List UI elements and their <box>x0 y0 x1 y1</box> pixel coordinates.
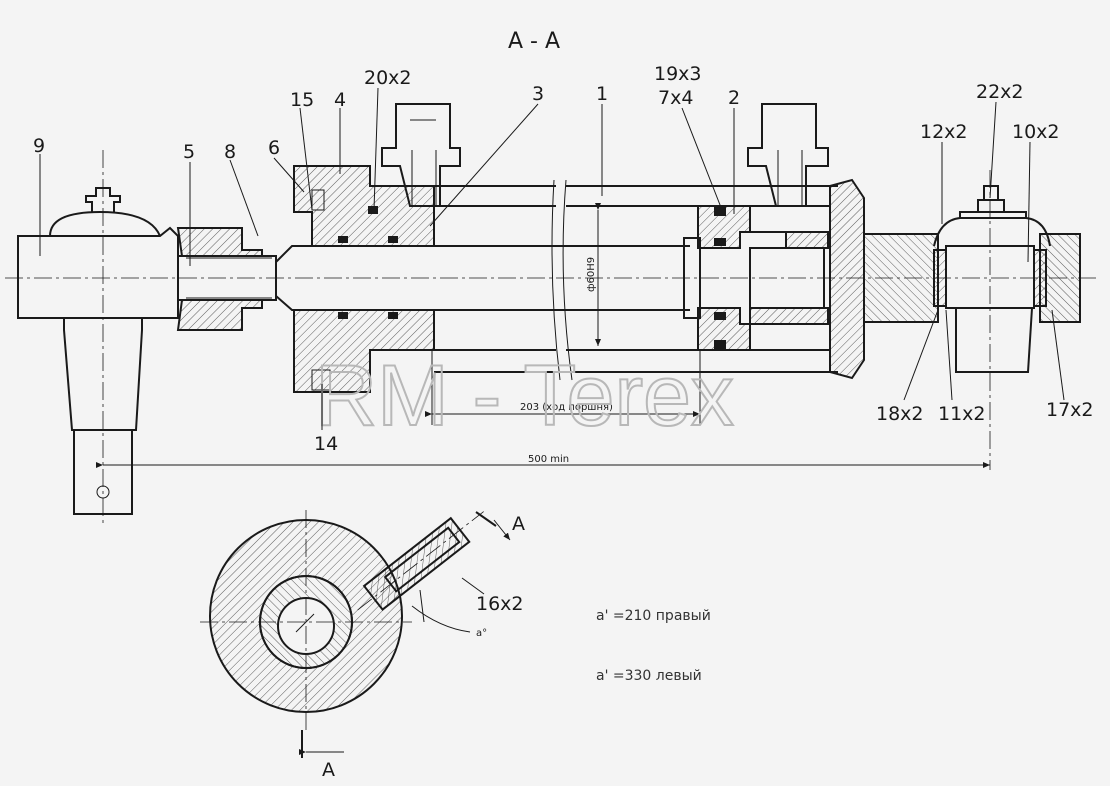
port-fitting-left <box>381 103 461 207</box>
label-19x3: 19x3 <box>654 63 702 85</box>
label-14: 14 <box>314 433 338 455</box>
angle-label: а° <box>476 628 487 639</box>
label-7x4: 7x4 <box>658 87 693 109</box>
cylinder-tube <box>434 179 838 381</box>
end-cap <box>829 178 939 380</box>
rod-nut <box>176 227 277 331</box>
spherical-bearing <box>933 170 1081 470</box>
label-9: 9 <box>33 135 45 157</box>
piston-rod <box>275 245 690 311</box>
label-6: 6 <box>268 137 280 159</box>
label-8: 8 <box>224 141 236 163</box>
label-20x2: 20x2 <box>364 67 412 89</box>
note-right-angle: а' =210 правый <box>596 608 711 624</box>
section-title: A - A <box>508 29 560 54</box>
section-mark-lower: А <box>322 759 335 781</box>
rod-end-joint <box>17 150 179 525</box>
label-17x2: 17x2 <box>1046 399 1094 421</box>
section-mark-upper: А <box>512 513 525 535</box>
label-1: 1 <box>596 83 608 105</box>
overall-dim-text: 500 min <box>528 454 569 465</box>
label-15: 15 <box>290 89 314 111</box>
label-12x2: 12x2 <box>920 121 968 143</box>
gland-housing <box>293 165 435 393</box>
stroke-dim-text: 203 (ход поршня) <box>520 402 613 413</box>
label-2: 2 <box>728 87 740 109</box>
label-5: 5 <box>183 141 195 163</box>
section-view: а° 16x2 А А <box>200 510 525 781</box>
watermark: RM - Terex <box>315 348 734 444</box>
overall-dimension: 500 min <box>96 454 990 468</box>
note-left-angle: а' =330 левый <box>596 668 702 684</box>
label-3: 3 <box>532 83 544 105</box>
label-11x2: 11x2 <box>938 403 986 425</box>
label-22x2: 22x2 <box>976 81 1024 103</box>
port-fitting-right <box>747 103 829 207</box>
stroke-dimension: 203 (ход поршня) <box>425 350 701 425</box>
leader-lines <box>39 87 1065 430</box>
bore-dim-text: ф60Н9 <box>586 257 597 292</box>
bore-dimension: ф60Н9 <box>586 203 601 346</box>
label-4: 4 <box>334 89 346 111</box>
piston <box>683 205 829 351</box>
label-18x2: 18x2 <box>876 403 924 425</box>
label-10x2: 10x2 <box>1012 121 1060 143</box>
label-16x2: 16x2 <box>476 593 524 615</box>
